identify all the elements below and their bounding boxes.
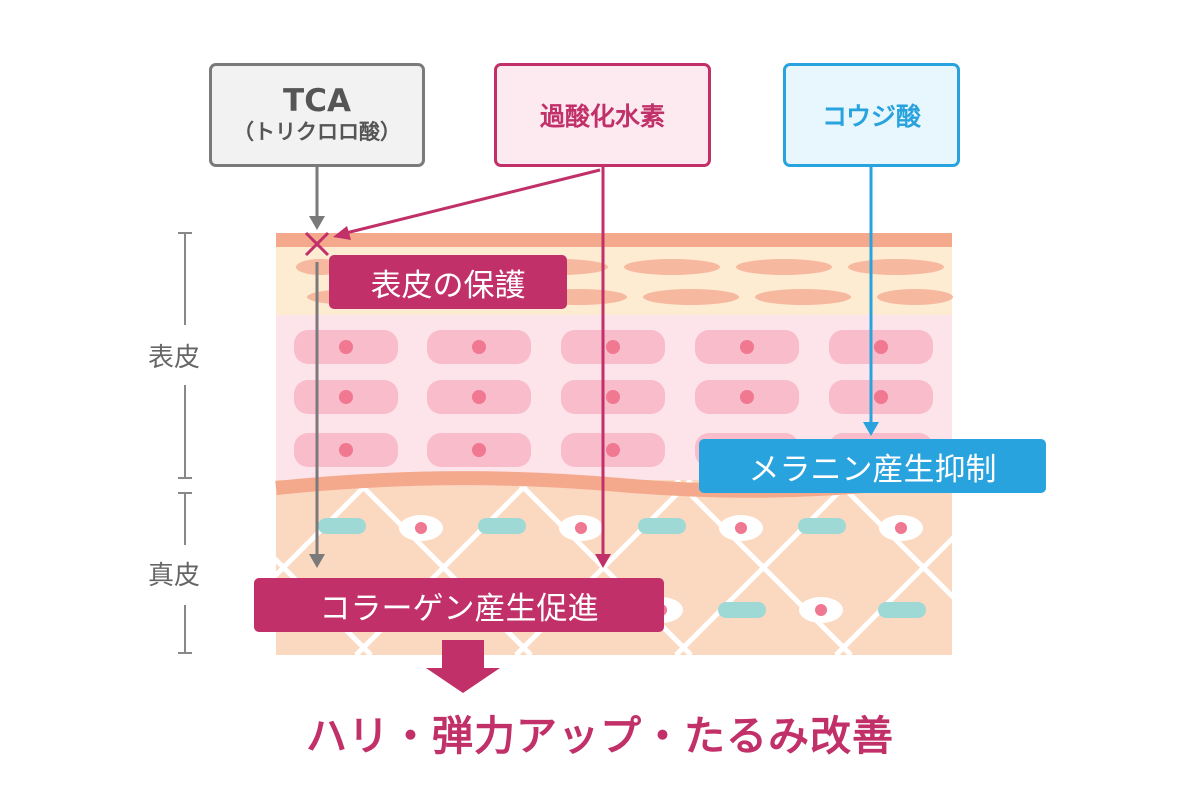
- cell-nucleus: [740, 340, 754, 354]
- cell-nucleus: [606, 443, 620, 457]
- tca-arrow-top: [309, 167, 325, 230]
- cell-nucleus: [874, 390, 888, 404]
- tca-subtitle: （トリクロロ酸）: [233, 120, 401, 145]
- hydrogen-peroxide-box: 過酸化水素: [494, 63, 711, 167]
- down-arrow-icon: [426, 640, 500, 693]
- cell-nucleus: [339, 443, 353, 457]
- h2o2-arrow-down: [595, 167, 611, 568]
- kojic-acid-label: コウジ酸: [821, 102, 921, 131]
- result-text: ハリ・弾力アップ・たるみ改善: [306, 712, 894, 760]
- cell-nucleus: [339, 340, 353, 354]
- cell-nucleus: [472, 390, 486, 404]
- cross-mark-icon: [304, 231, 330, 257]
- kojic-acid-box: コウジ酸: [783, 63, 960, 167]
- hydrogen-peroxide-label: 過酸化水素: [539, 102, 665, 131]
- epidermis-side-label: 表皮: [148, 343, 201, 373]
- cell-nucleus: [472, 340, 486, 354]
- skin-surface-line: [276, 233, 952, 247]
- melanin-suppression-label: メラニン産生抑制: [699, 439, 1046, 493]
- tca-title: TCA: [283, 82, 351, 119]
- epidermis-protection-label: 表皮の保護: [329, 255, 567, 309]
- dermis-side-label: 真皮: [148, 561, 201, 591]
- tca-arrow-dermis: [309, 262, 325, 568]
- dermis-bracket: [178, 492, 192, 654]
- cell-nucleus: [606, 390, 620, 404]
- cell-nucleus: [740, 390, 754, 404]
- cell-nucleus: [339, 390, 353, 404]
- cell-nucleus: [606, 340, 620, 354]
- h2o2-arrow-diagonal: [333, 168, 601, 240]
- collagen-promotion-label: コラーゲン産生促進: [254, 578, 664, 632]
- cell-nucleus: [472, 443, 486, 457]
- epidermis-bracket: [178, 232, 192, 479]
- kojic-arrow-down: [863, 167, 879, 436]
- tca-box: TCA （トリクロロ酸）: [209, 63, 425, 167]
- cell-nucleus: [874, 340, 888, 354]
- fibroblasts: [318, 515, 926, 623]
